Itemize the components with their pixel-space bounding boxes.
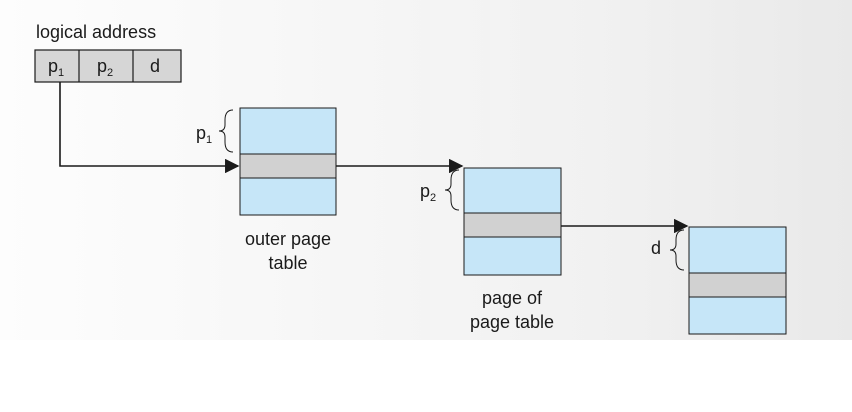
inner-table-selected-entry xyxy=(463,212,562,238)
outer-table-label-2: table xyxy=(268,253,307,273)
page-offset-label: d xyxy=(651,238,661,258)
page-of-page-table xyxy=(463,167,562,276)
field-d: d xyxy=(150,56,160,76)
inner-index-brace xyxy=(444,169,460,211)
logical-address-box xyxy=(34,49,182,83)
outer-index-label: p1 xyxy=(196,123,212,146)
field-p1: p1 xyxy=(48,56,64,79)
inner-table-label-1: page of xyxy=(482,288,543,308)
inner-index-label: p2 xyxy=(420,181,436,204)
page-offset-brace xyxy=(669,229,685,271)
outer-index-brace xyxy=(218,109,234,153)
field-p2: p2 xyxy=(97,56,113,79)
outer-table-selected-entry xyxy=(239,153,337,179)
outer-table-label-1: outer page xyxy=(245,229,331,249)
inner-table-label-2: page table xyxy=(470,312,554,332)
p1-arrow xyxy=(59,82,240,174)
logical-address-title: logical address xyxy=(36,22,156,42)
outer-page-table xyxy=(239,107,337,216)
memory-page xyxy=(688,226,787,335)
page-selected-entry xyxy=(688,272,787,298)
